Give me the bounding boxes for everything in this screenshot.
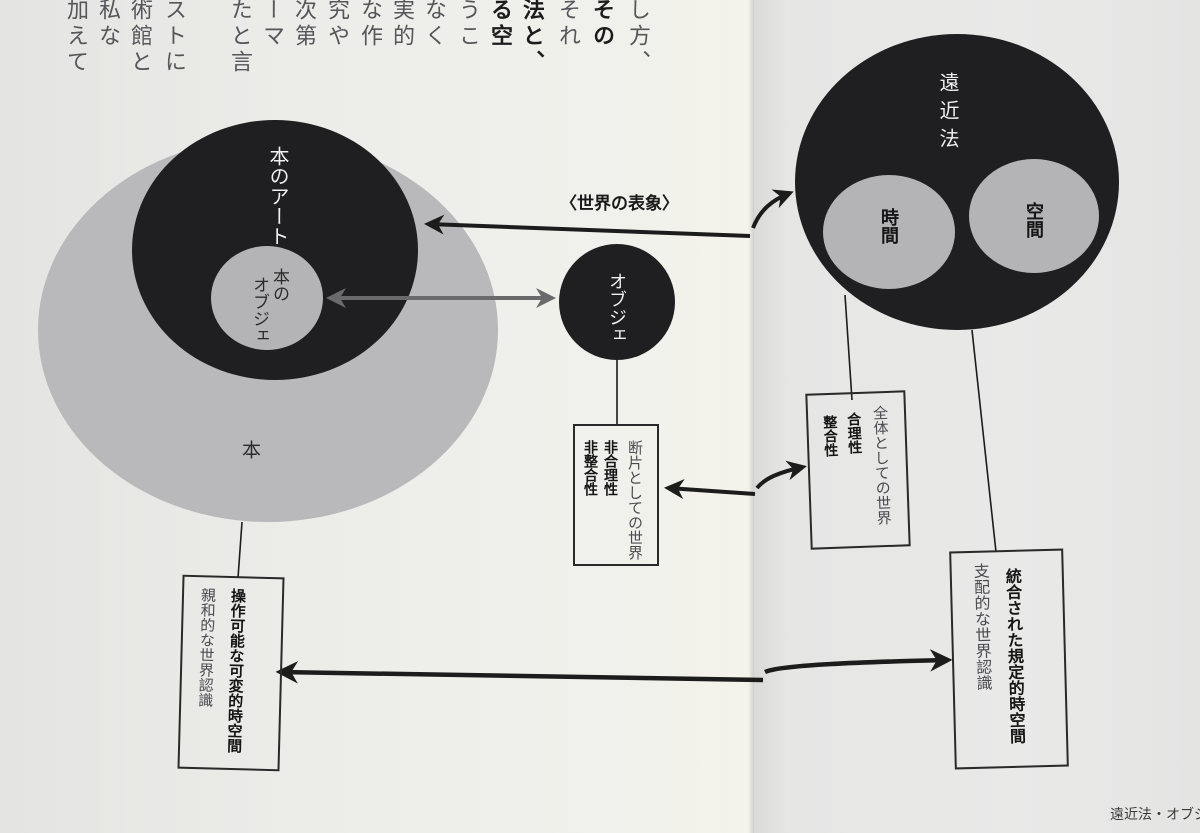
sub-circle-time xyxy=(823,175,955,289)
body-text-column: なく xyxy=(421,0,446,50)
object-label: オブジェ xyxy=(606,272,627,344)
body-text-column: 究や xyxy=(324,0,349,50)
connector-line xyxy=(844,294,853,401)
body-text-column-bold: 法と、 xyxy=(519,0,544,76)
consistency-label: 整合性 xyxy=(821,414,839,458)
rationality-label: 合理性 xyxy=(844,411,863,455)
connector-line xyxy=(237,521,243,579)
operable-spacetime-label: 操作可能な可変的時空間 xyxy=(224,587,248,754)
body-text-column: うこ xyxy=(455,0,480,50)
world-representation-arrow-right xyxy=(751,189,794,229)
space-label: 空間 xyxy=(1023,202,1044,238)
inconsistency-label: 非整合性 xyxy=(582,440,598,496)
bottom-double-arrow-right xyxy=(764,649,953,675)
book-art-label: 本のアート xyxy=(266,146,290,246)
book-worldview-box: 操作可能な可変的時空間 親和的な世界認識 xyxy=(177,574,285,772)
body-text-column: ーマ xyxy=(259,0,284,50)
whole-world-box: 全体としての世界 合理性 整合性 xyxy=(805,390,911,550)
integrated-spacetime-label: 統合された規定的時空間 xyxy=(1002,567,1027,745)
fragment-whole-arrow xyxy=(664,479,756,500)
connector-line xyxy=(971,329,997,553)
body-text-column: それ xyxy=(555,0,580,50)
dominant-worldview-label: 支配的な世界認識 xyxy=(970,562,993,691)
bottom-double-arrow xyxy=(275,661,764,684)
middle-circle-object xyxy=(559,244,675,360)
body-text-column-bold: る空 xyxy=(487,0,512,50)
body-text-column-bold: その xyxy=(589,0,614,50)
perspective-label: 遠近法 xyxy=(936,72,960,156)
book-gutter xyxy=(748,0,754,833)
world-representation-arrow xyxy=(424,214,751,238)
body-text-column: 加えて xyxy=(63,0,88,76)
body-text-column: し方、 xyxy=(625,0,650,76)
fragment-whole-arrow-right xyxy=(755,460,807,490)
body-text-column: な作 xyxy=(357,0,382,50)
body-text-column: 次第 xyxy=(291,0,316,50)
world-representation-label: 〈世界の表象〉 xyxy=(560,194,679,214)
fragment-world-box: 断片としての世界 非合理性 非整合性 xyxy=(573,424,659,566)
irrationality-label: 非合理性 xyxy=(602,440,618,496)
sub-circle-space xyxy=(969,159,1099,273)
body-text-column: 実的 xyxy=(389,0,414,50)
time-label: 時間 xyxy=(878,208,899,244)
book-label: 本 xyxy=(239,440,261,459)
whole-world-title: 全体としての世界 xyxy=(870,404,893,526)
body-text-column: ストに xyxy=(161,0,186,76)
perspective-worldview-box: 統合された規定的時空間 支配的な世界認識 xyxy=(949,548,1069,770)
affinity-worldview-label: 親和的な世界認識 xyxy=(196,587,218,708)
body-text-column: 術館と xyxy=(127,0,152,76)
body-text-column: たと言 xyxy=(227,0,252,76)
fragment-world-title: 断片としての世界 xyxy=(626,440,644,560)
running-footer: 遠近法・オブジ xyxy=(1110,807,1200,823)
book-object-label-line1: 本の xyxy=(269,268,289,302)
inner-circle-book-object xyxy=(211,246,323,350)
book-object-label-line2: オブジェ xyxy=(249,276,269,344)
body-text-column: 私な xyxy=(95,0,120,50)
